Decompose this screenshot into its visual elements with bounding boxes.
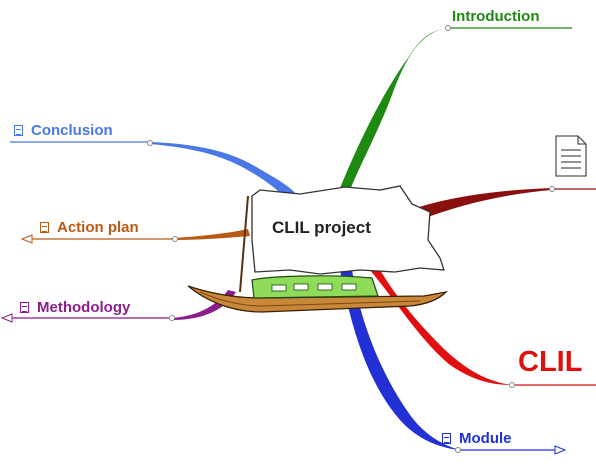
branch-action-plan[interactable]: Action plan [40,219,139,236]
branch-introduction-label: Introduction [452,8,540,25]
branch-methodology-label: Methodology [37,299,131,316]
branch-methodology-arrow [0,313,13,323]
central-topic-sail [251,185,445,275]
branch-action-plan-connector [175,229,250,240]
branch-conclusion-node [147,140,153,146]
branch-module-label: Module [459,430,512,447]
branch-introduction-connector [340,28,450,190]
branch-module-arrow [554,445,567,455]
branch-methodology-node [169,315,175,321]
branch-document-connector [410,188,552,222]
central-topic[interactable]: CLIL project [272,218,371,238]
note-icon [20,302,29,313]
note-icon [14,125,23,136]
document-icon[interactable] [555,135,587,177]
note-icon [442,433,451,444]
branch-clil-label: CLIL [518,346,583,378]
branch-action-plan-node [172,236,178,242]
note-icon [40,222,49,233]
branch-document-node [549,186,555,192]
branch-action-plan-arrow [20,234,33,244]
branch-module[interactable]: Module [442,430,512,447]
branch-introduction[interactable]: Introduction [452,8,539,25]
branch-clil-node [509,382,515,388]
branch-action-plan-label: Action plan [57,219,139,236]
branch-conclusion-label: Conclusion [31,122,113,139]
boat-illustration [187,185,448,313]
branch-conclusion-connector [150,142,298,198]
branch-conclusion[interactable]: Conclusion [14,122,113,139]
branch-methodology[interactable]: Methodology [20,299,130,316]
branch-clil-connector [370,270,512,385]
central-topic-label: CLIL project [272,218,371,237]
branch-introduction-node [445,25,451,31]
branch-clil[interactable]: CLIL [518,346,582,379]
branch-module-node [455,447,461,453]
